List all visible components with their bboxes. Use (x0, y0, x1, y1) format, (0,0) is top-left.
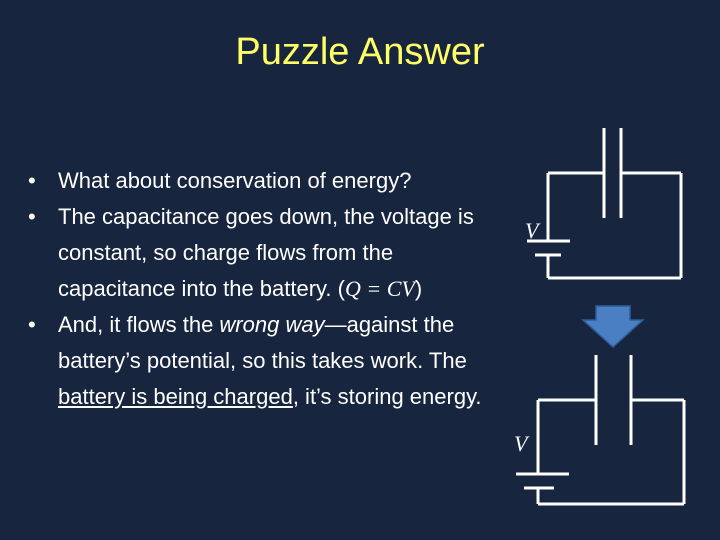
emphasis-text: wrong way (219, 312, 325, 337)
bullet-dot: • (28, 204, 36, 229)
bottom-voltage-label: V (514, 431, 530, 456)
top-voltage-label: V (525, 218, 541, 243)
bullet-text-end: ) (414, 276, 423, 301)
bullet-text-mid: —against the battery’s potential, so thi… (58, 312, 467, 373)
bullet-item-2: • The capacitance goes down, the voltage… (28, 199, 508, 307)
slide-title: Puzzle Answer (235, 31, 485, 73)
bullet-dot: • (28, 168, 36, 193)
bullet-text-end: , it’s storing energy. (292, 384, 482, 409)
bullet-item-1: • What about conservation of energy? (28, 163, 508, 199)
bullet-dot: • (28, 312, 36, 337)
underlined-text: battery is being charged (58, 384, 293, 409)
top-circuit (527, 128, 683, 280)
bullet-text: The capacitance goes down, the voltage i… (58, 204, 474, 301)
formula: Q = CV (344, 276, 415, 301)
bullet-text: And, it flows the (58, 312, 220, 337)
arrow-down-icon (581, 305, 645, 349)
bottom-circuit (516, 355, 686, 506)
bullet-item-3: • And, it flows the wrong way—against th… (28, 307, 508, 415)
bullet-list: • What about conservation of energy? • T… (28, 163, 508, 415)
bullet-text: What about conservation of energy? (58, 168, 412, 193)
